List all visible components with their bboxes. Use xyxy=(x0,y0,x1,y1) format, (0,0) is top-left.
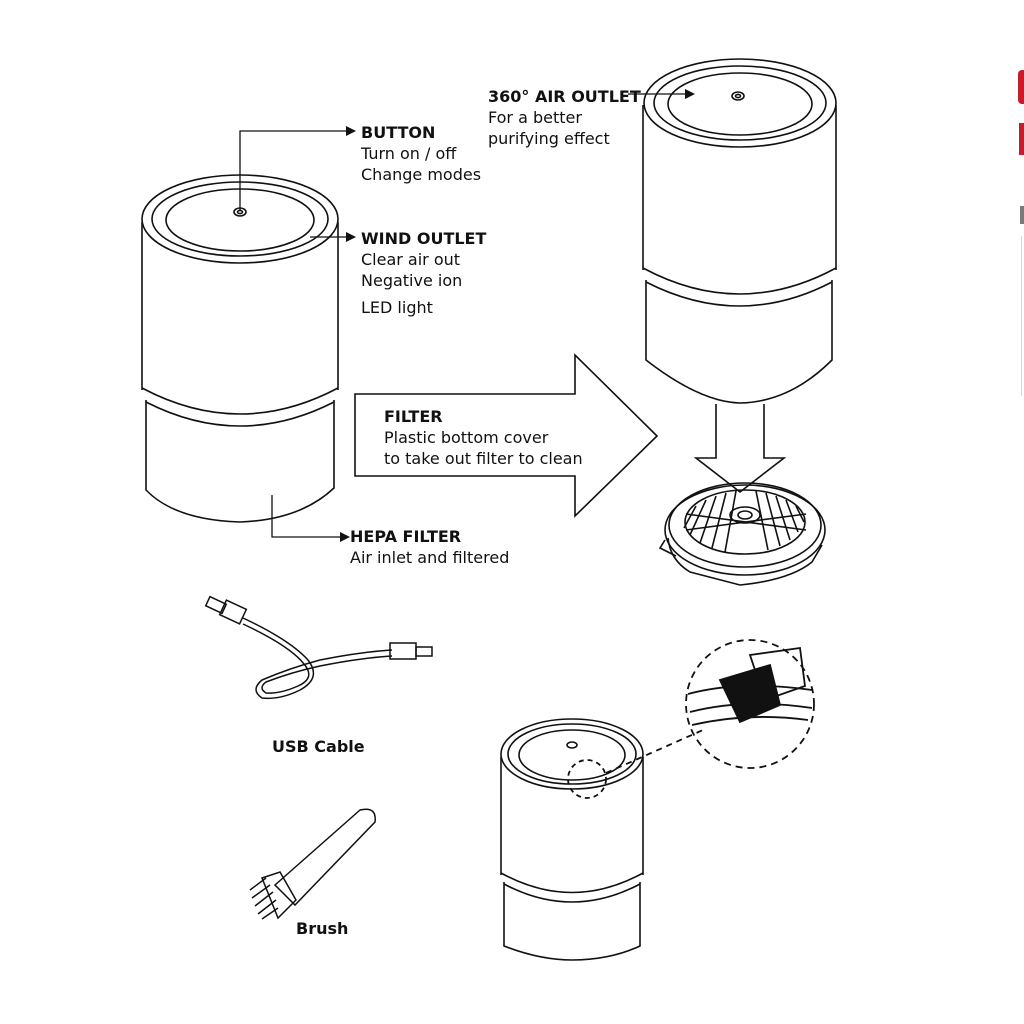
leader-lines-main xyxy=(239,126,356,542)
filter-label-group: FILTER Plastic bottom cover to take out … xyxy=(384,406,583,469)
button-label-line-1: Turn on / off xyxy=(361,144,457,163)
air-outlet-label-line-1: For a better xyxy=(488,108,582,127)
block-arrow xyxy=(354,353,659,518)
brush-caption: Brush xyxy=(296,919,349,938)
usb-cable-illustration xyxy=(204,595,433,700)
filter-label-line-1: Plastic bottom cover xyxy=(384,428,549,447)
usb-cable-caption: USB Cable xyxy=(272,737,365,756)
wind-outlet-label-line-3: LED light xyxy=(361,298,433,317)
wind-outlet-label-line-2: Negative ion xyxy=(361,271,463,290)
down-arrow xyxy=(693,404,787,494)
hepa-filter-label-group: HEPA FILTER Air inlet and filtered xyxy=(350,526,509,568)
air-outlet-label-group: 360° AIR OUTLET For a better purifying e… xyxy=(488,86,641,149)
purifier-main-illustration xyxy=(141,174,339,523)
zoom-callout xyxy=(567,639,815,799)
edge-divider xyxy=(1021,236,1022,396)
air-outlet-label-line-2: purifying effect xyxy=(488,129,610,148)
hepa-filter-label-line-1: Air inlet and filtered xyxy=(350,548,510,567)
air-outlet-label-title: 360° AIR OUTLET xyxy=(488,87,641,106)
edge-accent-bar xyxy=(1019,123,1024,155)
brush-illustration xyxy=(249,808,376,920)
purifier-top-illustration xyxy=(642,58,837,404)
filter-label-title: FILTER xyxy=(384,407,443,426)
edge-grey-mark xyxy=(1020,206,1024,224)
filter-disc-illustration xyxy=(658,482,826,586)
button-label-title: BUTTON xyxy=(361,123,436,142)
wind-outlet-label-line-1: Clear air out xyxy=(361,250,461,269)
button-label-line-2: Change modes xyxy=(361,165,482,184)
edge-accent-tab xyxy=(1018,70,1024,104)
purifier-bottom-illustration xyxy=(500,718,644,961)
wind-outlet-label-title: WIND OUTLET xyxy=(361,229,487,248)
hepa-filter-label-title: HEPA FILTER xyxy=(350,527,462,546)
filter-label-line-2: to take out filter to clean xyxy=(384,449,583,468)
button-label-group: BUTTON Turn on / off Change modes xyxy=(361,122,481,185)
wind-outlet-label-group: WIND OUTLET Clear air out Negative ion L… xyxy=(361,228,486,318)
